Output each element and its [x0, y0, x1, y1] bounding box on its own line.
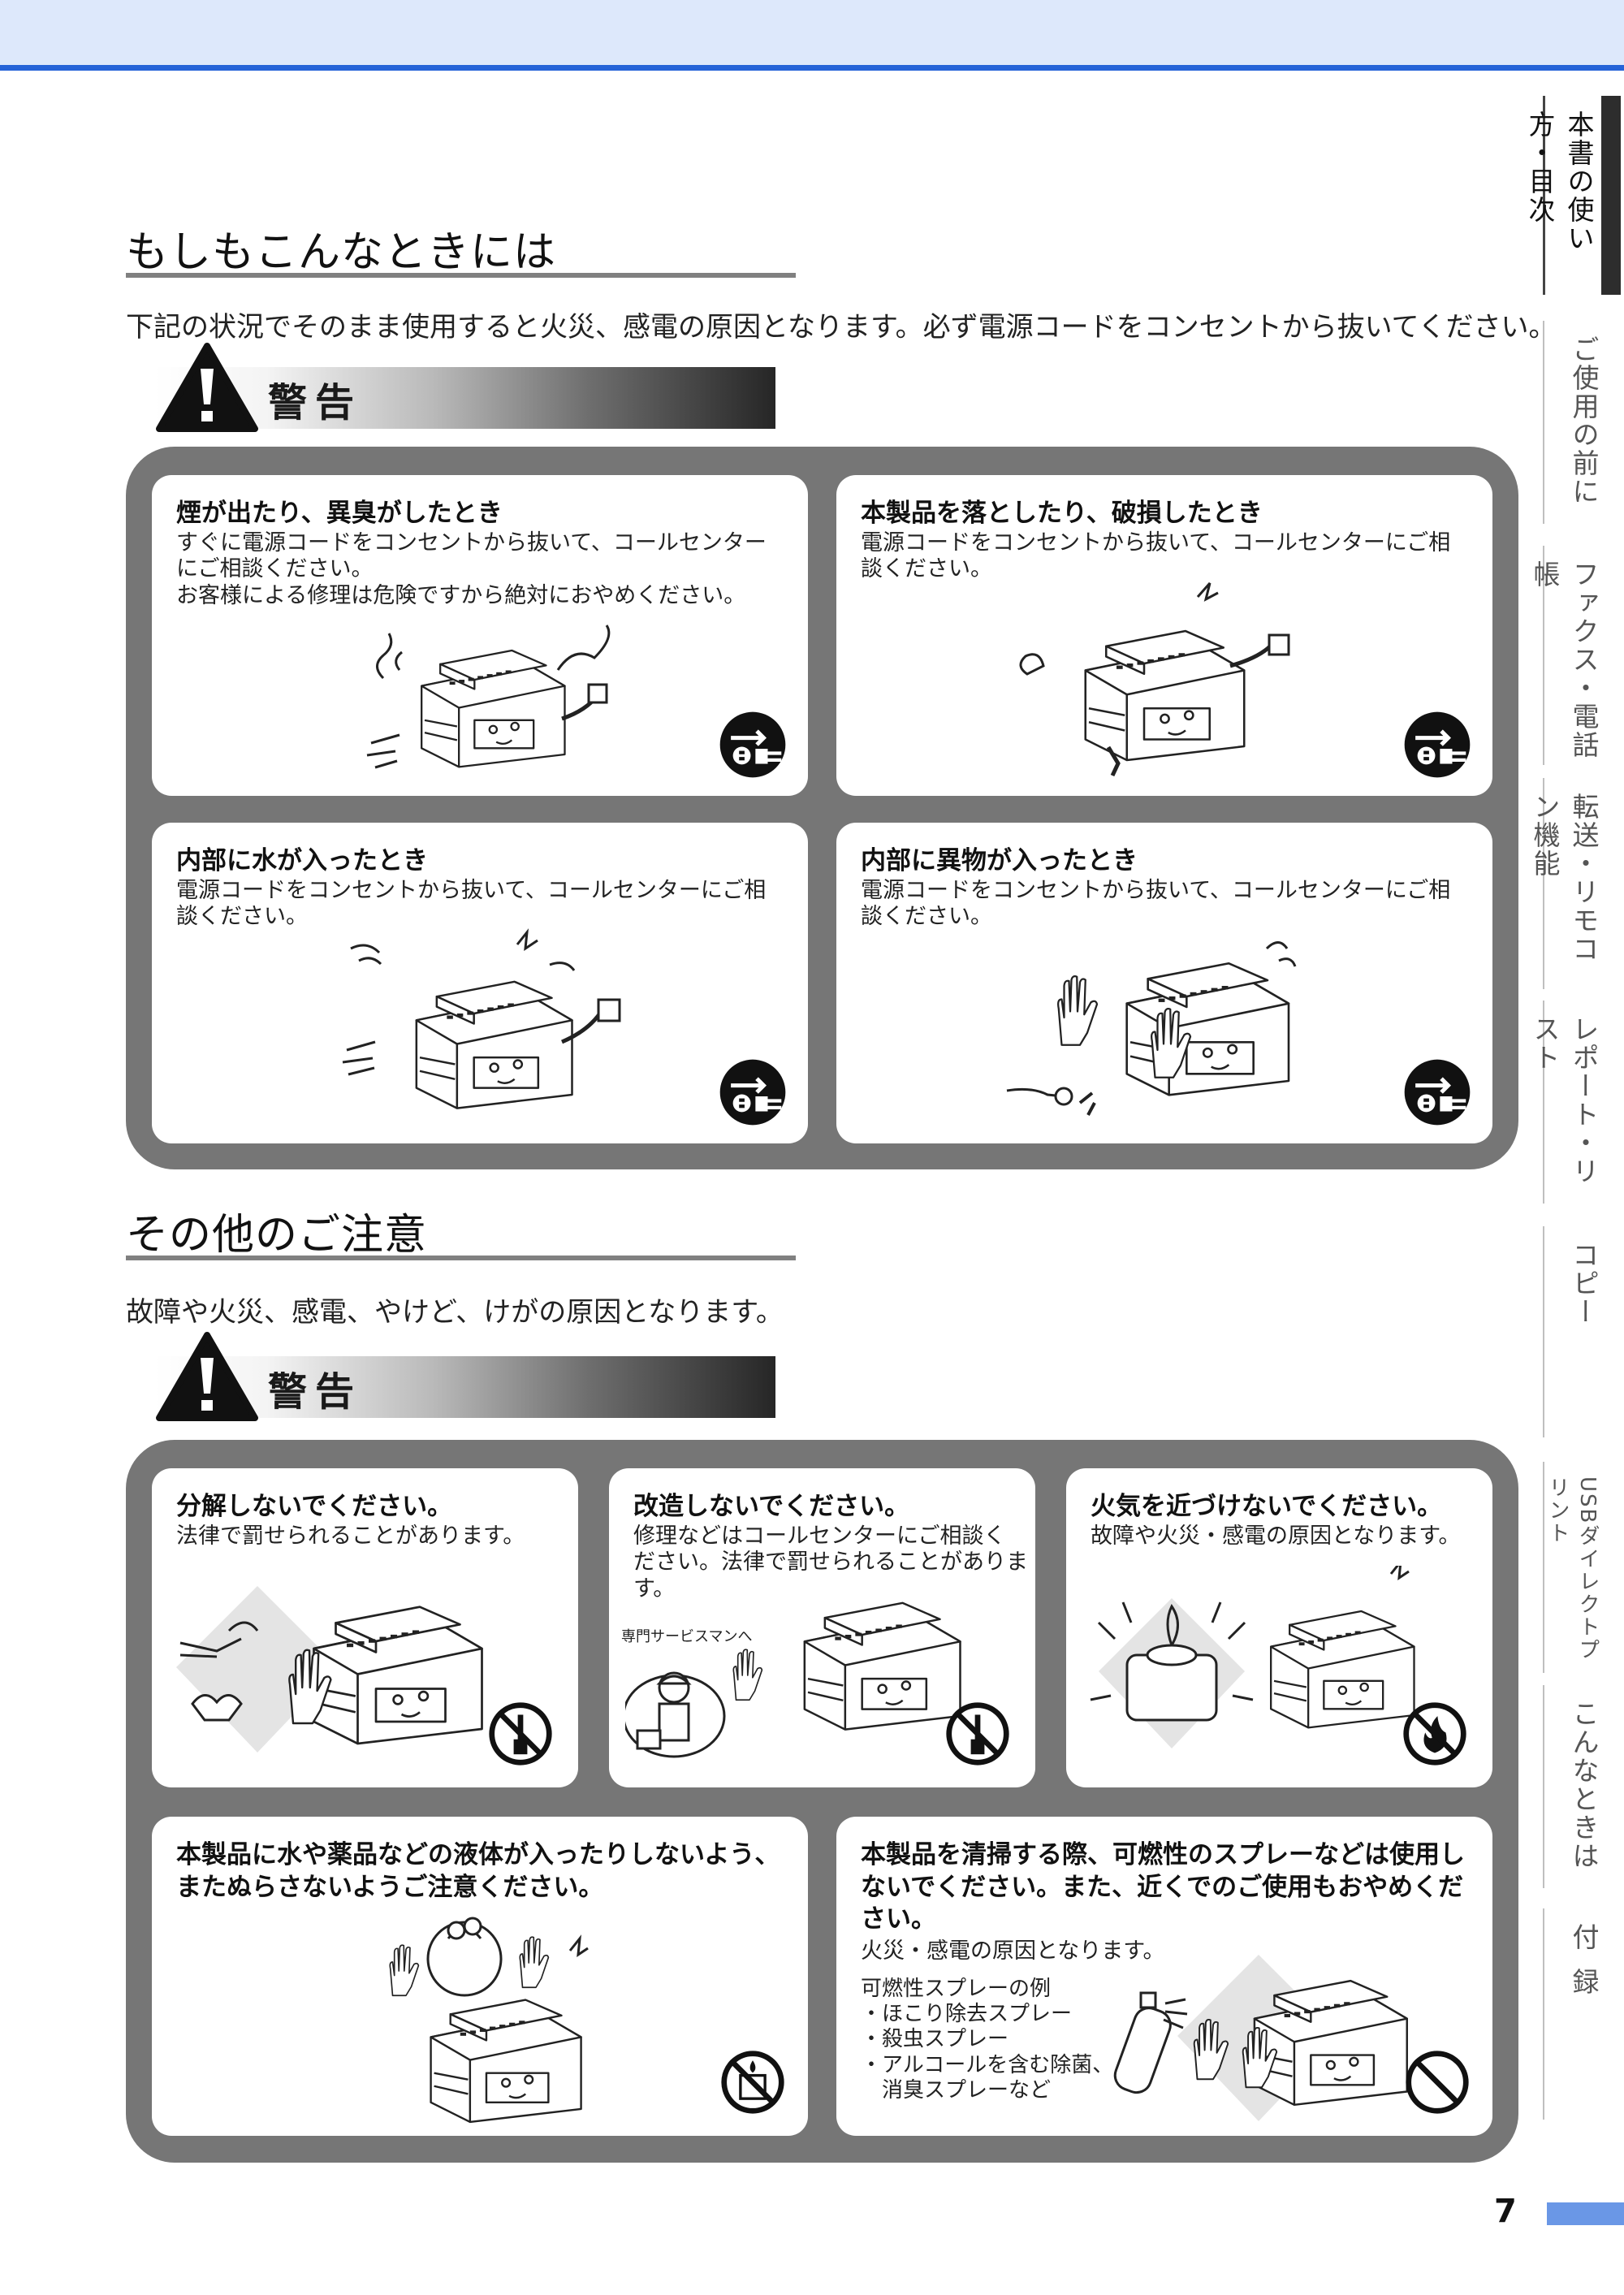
warning-banner: [154, 367, 775, 429]
card-desc: 法律で罰せられることがあります。: [176, 1524, 525, 1549]
tab-usb-direct-print[interactable]: USBダイレクトプリント: [1543, 1462, 1621, 1673]
card-title: 内部に水が入ったとき: [176, 846, 428, 875]
damaged-printer-illustration: [1019, 582, 1290, 777]
card-desc: 修理などはコールセンターにご相談く ださい。法律で罰せられることがありま す。: [633, 1524, 1028, 1601]
card-desc: 故障や火災・感電の原因となります。: [1091, 1524, 1461, 1549]
tab-how-to-use-contents[interactable]: 本書の使い方・目次: [1524, 96, 1621, 295]
card-title: 改造しないでください。: [633, 1492, 910, 1521]
card-no-fire: 火気を近づけないでください。 故障や火災・感電の原因となります。: [1066, 1468, 1492, 1787]
card-title: 本製品を落としたり、破損したとき: [861, 499, 1263, 528]
card-foreign-object: 内部に異物が入ったとき 電源コードをコンセントから抜いて、コールセンターにご相 …: [836, 823, 1492, 1143]
disassembly-illustration: [176, 1586, 483, 1753]
card-no-disassembly: 分解しないでください。 法律で罰せられることがあります。: [152, 1468, 578, 1787]
unplug-instruction-icon: [1403, 711, 1471, 779]
card-desc: 電源コードをコンセントから抜いて、コールセンターにご相 談ください。: [861, 530, 1451, 582]
section-title-emergency: もしもこんなときには: [126, 228, 557, 277]
prohibited-icon: [1403, 2048, 1471, 2116]
foreign-object-printer-illustration: [1006, 941, 1297, 1116]
card-desc: 電源コードをコンセントから抜いて、コールセンターにご相 談ください。: [176, 878, 767, 930]
section-intro: 下記の状況でそのまま使用すると火災、感電の原因となります。必ず電源コードをコンセ…: [126, 311, 1557, 344]
section-title-other-cautions: その他のご注意: [126, 1211, 428, 1260]
service-person-label: 専門サービスマンへ: [621, 1628, 753, 1645]
tab-troubleshooting[interactable]: こんなときは: [1543, 1685, 1621, 1888]
card-no-liquid: 本製品に水や薬品などの液体が入ったりしないよう、 またぬらさないようご注意くださ…: [152, 1817, 808, 2136]
printer-illustration: [803, 1601, 961, 1731]
card-title: 内部に異物が入ったとき: [861, 846, 1138, 875]
card-water: 内部に水が入ったとき 電源コードをコンセントから抜いて、コールセンターにご相 談…: [152, 823, 808, 1143]
tab-label: コピー: [1568, 1241, 1600, 1326]
tab-forwarding-remote[interactable]: 転送・リモコン機能: [1529, 778, 1621, 989]
warning-banner: [154, 1356, 775, 1418]
warning-label: 警告: [268, 380, 363, 426]
unplug-instruction-icon: [719, 711, 787, 779]
tab-label: 転送・リモコン機能: [1529, 793, 1600, 963]
card-title: 火気を近づけないでください。: [1091, 1492, 1443, 1521]
card-no-modification: 改造しないでください。 修理などはコールセンターにご相談く ださい。法律で罰せら…: [609, 1468, 1035, 1787]
warning-triangle-icon: [156, 1332, 258, 1421]
tab-label: 付録: [1568, 1923, 1600, 2012]
card-smoke: 煙が出たり、異臭がしたとき すぐに電源コードをコンセントから抜いて、コールセンタ…: [152, 475, 808, 796]
tab-label: USBダイレクトプリント: [1545, 1476, 1600, 1662]
no-fire-icon: [1403, 1702, 1466, 1766]
chapter-tabs: 本書の使い方・目次 ご使用の前に ファクス・電話帳 転送・リモコン機能 レポート…: [1524, 0, 1624, 2295]
page-number-bar: [1547, 2202, 1624, 2225]
warning-label: 警告: [268, 1369, 363, 1415]
tab-before-use[interactable]: ご使用の前に: [1543, 321, 1621, 524]
unplug-instruction-icon: [719, 1058, 787, 1126]
card-no-flammable-spray: 本製品を清掃する際、可燃性のスプレーなどは使用し ないでください。また、近くでの…: [836, 1817, 1492, 2136]
page-number: 7: [1494, 2193, 1517, 2230]
section-title-rule: [126, 1256, 796, 1260]
card-desc: 火災・感電の原因となります。: [861, 1938, 1165, 1964]
card-title: 本製品を清掃する際、可燃性のスプレーなどは使用し ないでください。また、近くでの…: [861, 1840, 1465, 1934]
tab-label: こんなときは: [1568, 1700, 1600, 1870]
liquid-on-printer-illustration: [389, 1917, 589, 2124]
warning-triangle-icon: [156, 343, 258, 432]
tab-label: ファクス・電話帳: [1529, 560, 1600, 759]
no-disassembly-icon: [489, 1702, 552, 1766]
smoking-printer-illustration: [366, 625, 611, 769]
no-disassembly-icon: [946, 1702, 1009, 1766]
card-title: 本製品に水や薬品などの液体が入ったりしないよう、 またぬらさないようご注意くださ…: [176, 1840, 780, 1902]
top-bar: [0, 0, 1624, 71]
fire-near-printer-illustration: [1090, 1566, 1415, 1748]
section-title-rule: [126, 273, 796, 278]
tab-fax-phonebook[interactable]: ファクス・電話帳: [1529, 546, 1621, 765]
spray-examples-list: 可燃性スプレーの例 ・ほこり除去スプレー ・殺虫スプレー ・アルコールを含む除菌…: [861, 1977, 1114, 2103]
spray-near-printer-illustration: [1113, 1955, 1409, 2121]
card-desc: すぐに電源コードをコンセントから抜いて、コールセンター にご相談ください。 お客…: [176, 530, 767, 608]
wet-printer-illustration: [342, 928, 621, 1109]
card-title: 煙が出たり、異臭がしたとき: [176, 499, 503, 528]
card-dropped: 本製品を落としたり、破損したとき 電源コードをコンセントから抜いて、コールセンタ…: [836, 475, 1492, 796]
section-intro: 故障や火災、感電、やけど、けがの原因となります。: [126, 1296, 784, 1329]
tab-label: ご使用の前に: [1568, 335, 1600, 506]
card-title: 分解しないでください。: [176, 1492, 453, 1521]
no-liquid-icon: [721, 2051, 784, 2114]
service-person-illustration: [625, 1649, 763, 1758]
tab-label: レポート・リスト: [1529, 1015, 1600, 1186]
unplug-instruction-icon: [1403, 1058, 1471, 1126]
tab-label: 本書の使い方・目次: [1524, 110, 1595, 253]
card-desc: 電源コードをコンセントから抜いて、コールセンターにご相 談ください。: [861, 878, 1451, 930]
tab-reports-lists[interactable]: レポート・リスト: [1529, 1001, 1621, 1204]
tab-appendix[interactable]: 付録: [1543, 1908, 1621, 2120]
tab-copy[interactable]: コピー: [1543, 1226, 1621, 1437]
